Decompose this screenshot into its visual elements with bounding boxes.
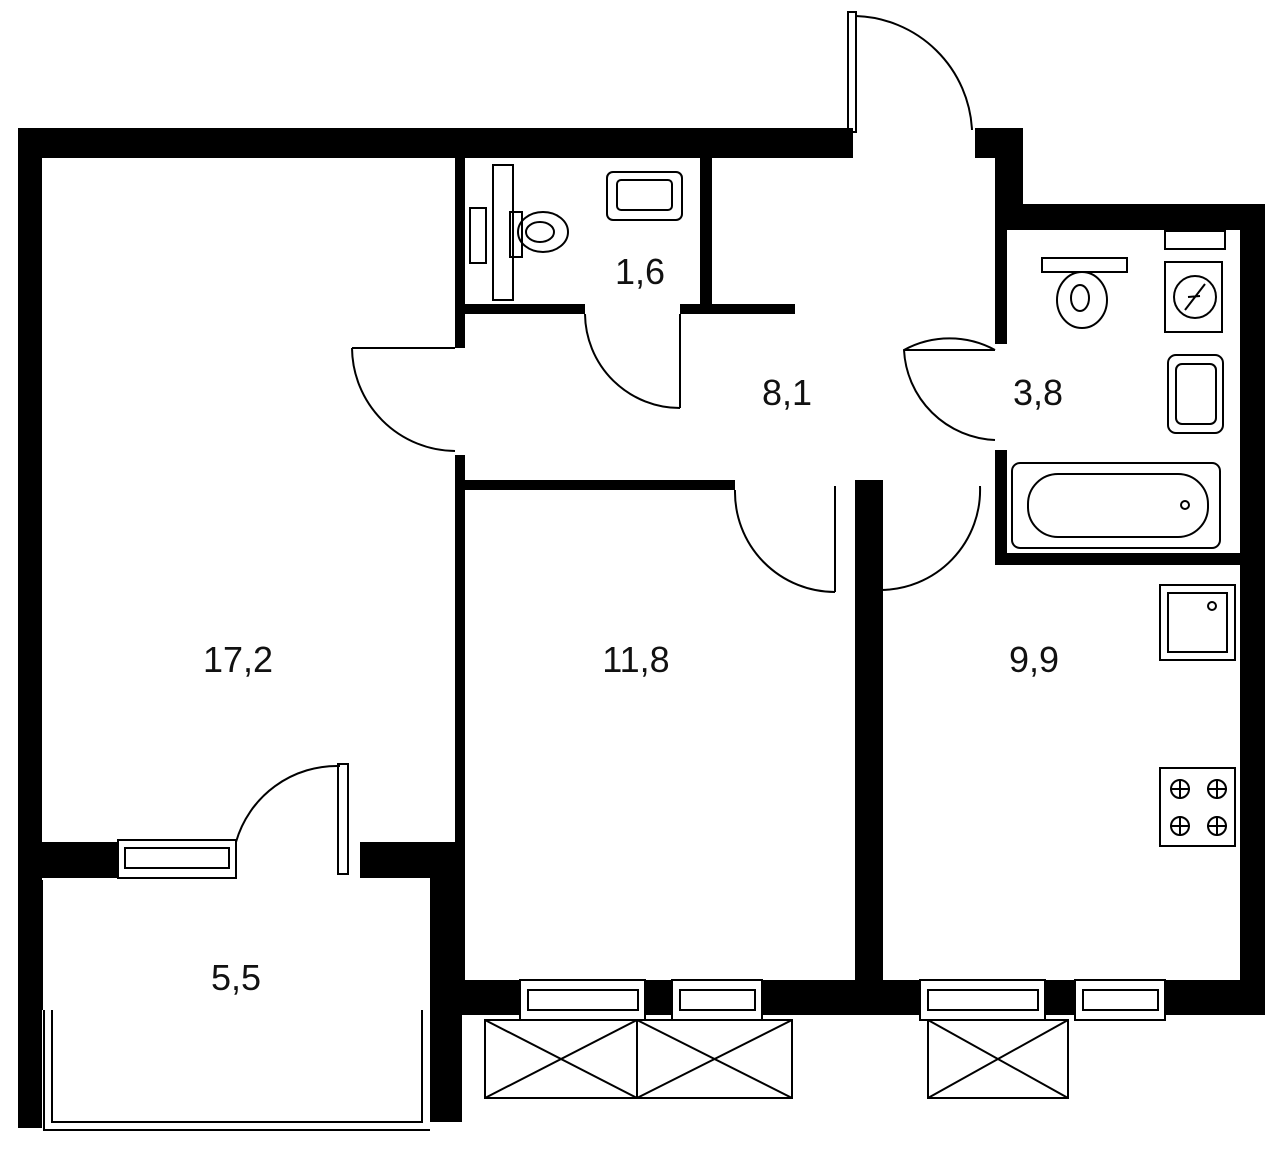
- toilet-sink-basin: [616, 179, 673, 211]
- wall-right: [1240, 204, 1265, 1004]
- window-kitchen-2: [1074, 979, 1166, 1021]
- wall-top-left: [18, 128, 853, 158]
- kitchen-floor: [883, 565, 1240, 980]
- planter-2: [636, 1019, 793, 1099]
- planter-2-cross: [636, 1019, 793, 1099]
- window-bedroom-2: [671, 979, 763, 1021]
- wall-bath-bottom: [995, 553, 1265, 565]
- wall-top-right: [995, 204, 1265, 230]
- bathtub-drain: [1180, 500, 1190, 510]
- toilet-seat: [525, 221, 555, 243]
- wall-step-vertical: [995, 128, 1023, 208]
- bath-top-shelf: [1164, 230, 1226, 250]
- wall-toilet-right: [700, 158, 712, 306]
- bath-toilet-cistern: [1041, 257, 1128, 273]
- planter-3: [927, 1019, 1069, 1099]
- kitchen-sink: [1159, 584, 1236, 661]
- kitchen-sink-basin: [1167, 592, 1228, 653]
- balcony-door-leaf[interactable]: [337, 763, 349, 875]
- kitchen-sink-drain: [1207, 601, 1217, 611]
- toilet-cistern: [509, 211, 523, 258]
- window-kitchen-1-sill: [927, 989, 1039, 1011]
- wall-left: [18, 128, 42, 1128]
- window-bedroom-1: [519, 979, 646, 1021]
- balcony-window-sill: [124, 847, 230, 869]
- wall-living-bedroom-lower: [455, 455, 465, 985]
- window-bedroom-2-sill: [679, 989, 756, 1011]
- balcony-railing: [43, 1010, 430, 1131]
- wall-toilet-bottom-b: [680, 304, 795, 314]
- kitchen-door-swing: [879, 485, 982, 591]
- room-area-bathroom: 3,8: [1012, 372, 1064, 413]
- bedroom-door-swing: [733, 489, 836, 593]
- toilet-door-swing: [584, 313, 681, 409]
- wall-toilet-bottom-a: [455, 304, 585, 314]
- balcony-window: [117, 839, 237, 879]
- washing-machine-drum: [1173, 275, 1217, 319]
- wall-kitchen-corner: [855, 842, 883, 985]
- bathroom-door-swing: [902, 337, 996, 441]
- bathtub-basin: [1027, 473, 1209, 538]
- window-kitchen-2-sill: [1082, 989, 1159, 1011]
- room-area-kitchen: 9,9: [1008, 639, 1060, 680]
- room-area-hallway: 8,1: [761, 372, 813, 413]
- bedroom-floor: [465, 490, 855, 980]
- bathtub: [1011, 462, 1221, 549]
- washing-machine: [1164, 261, 1223, 333]
- stove-burner-marks: [1170, 779, 1227, 836]
- room-area-bedroom: 11,8: [602, 639, 670, 680]
- bath-sink-basin: [1175, 363, 1217, 425]
- balcony-door-swing: [235, 764, 341, 843]
- wall-balcony-sep: [18, 842, 118, 878]
- planter-1-cross: [484, 1019, 638, 1099]
- toilet-bowl: [517, 211, 569, 253]
- toilet-installation: [492, 164, 514, 301]
- room-area-balcony: 5,5: [210, 957, 262, 998]
- window-kitchen-1: [919, 979, 1046, 1021]
- wall-hall-bedroom: [455, 480, 735, 490]
- room-area-living-room: 17,2: [202, 639, 274, 680]
- wall-bath-left-lower: [995, 450, 1007, 565]
- window-bedroom-1-sill: [527, 989, 639, 1011]
- stove: [1159, 767, 1236, 847]
- entrance-door-leaf[interactable]: [847, 11, 857, 133]
- wall-bath-left: [995, 204, 1007, 344]
- wall-living-bedroom: [455, 158, 465, 348]
- bath-toilet-seat: [1070, 284, 1090, 312]
- planter-3-cross: [927, 1019, 1069, 1099]
- room-area-toilet: 1,6: [614, 251, 666, 292]
- living-door-swing: [351, 347, 456, 452]
- toilet-sink: [606, 171, 683, 221]
- washing-machine-symbol: [1184, 283, 1206, 311]
- toilet-flush-panel: [469, 207, 487, 264]
- entrance-door-swing: [855, 15, 973, 131]
- bath-sink: [1167, 354, 1224, 434]
- bath-toilet-bowl: [1056, 271, 1108, 329]
